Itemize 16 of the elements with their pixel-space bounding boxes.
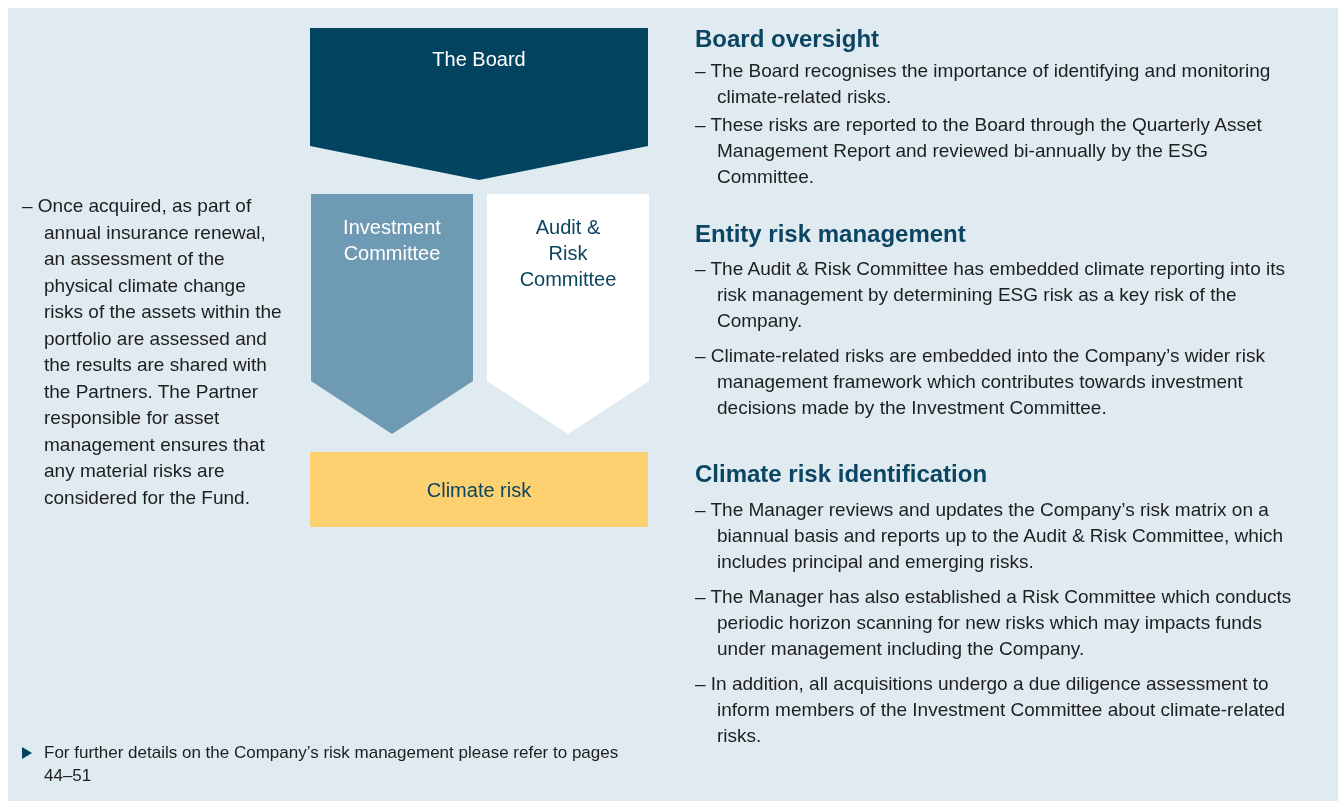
bullet-text: – The Manager reviews and updates the Company’s risk matrix on a biannual basis and reports up to the Audit & Risk Committee, which includes principal and emerging risks. [695,498,1285,574]
bullet-text: – In addition, all acquisitions undergo a due diligence assessment to inform members of the Investment Committee about climate-related risks. [695,672,1287,748]
bullet-text: – The Manager has also established a Risk Committee which conducts periodic horizon scanning for new risks which may impacts funds under management including the Company. [695,585,1293,661]
section-heading: Climate risk identification [695,459,988,489]
section-heading: Entity risk management [695,219,966,249]
node-label: Investment Committee [342,215,442,266]
node-label: Climate risk [426,477,532,503]
bullet-text: – The Audit & Risk Committee has embedded climate reporting into its risk management by determining ESG risk as a key risk of the Company. [695,257,1286,333]
node-label: Audit & Risk Committee [518,215,618,292]
node-label: The Board [432,47,526,72]
note-text: For further details on the Company’s risk management please refer to pages 44–51 [44,742,619,787]
bullet-text: – Climate-related risks are embedded into the Company’s wider risk management framework which contributes towards investment decisions made by the Investment Committee. [695,344,1266,420]
bullet-text: – Once acquired, as part of annual insurance renewal, an assessment of the physical climate change risks of the assets within the portfolio are assessed and the results are shared with the Partners. The Partner responsible for asset management ensures that any material risks are considered for the Fund. [22,194,283,510]
section-heading: Board oversight [695,24,880,54]
bullet-text: – These risks are reported to the Board through the Quarterly Asset Management Report and reviewed bi-annually by the ESG Committee. [695,113,1263,189]
bullet-text: – The Board recognises the importance of identifying and monitoring climate-related risks. [695,59,1272,109]
